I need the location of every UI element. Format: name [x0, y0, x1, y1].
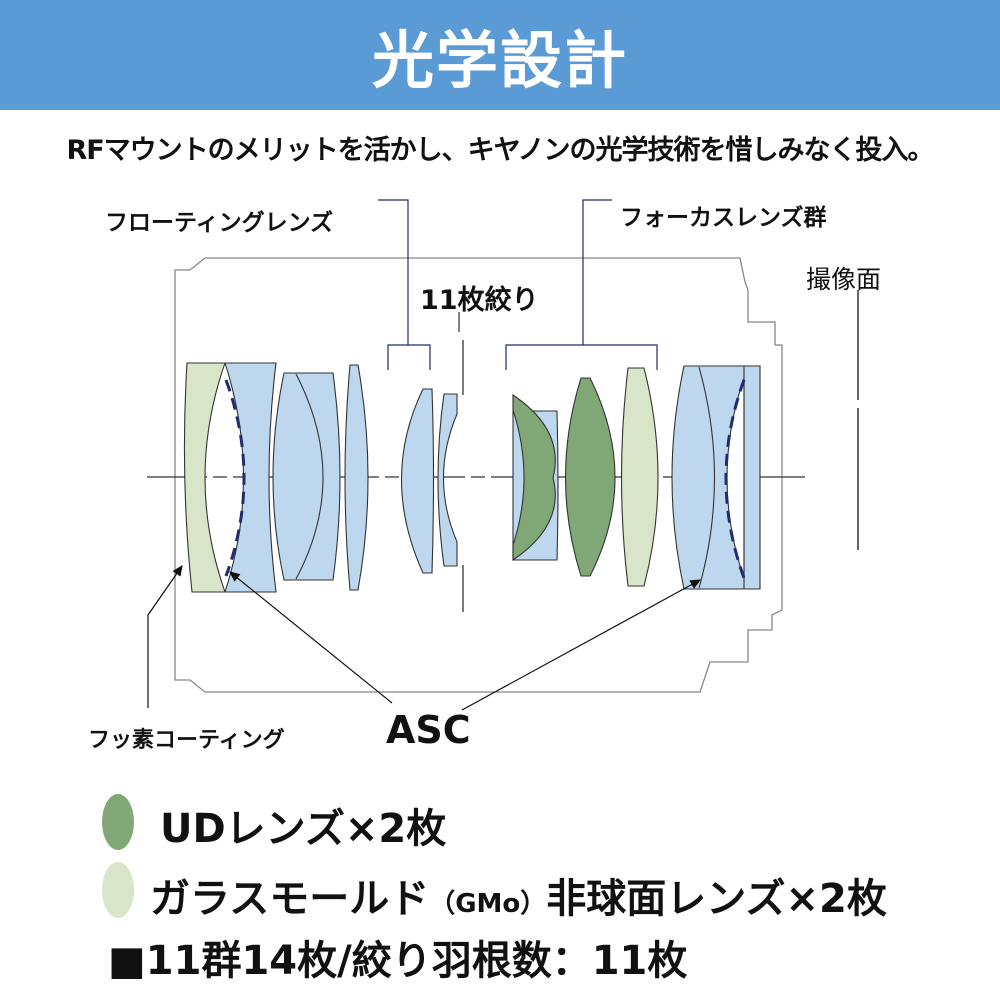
focus-group-label: フォーカスレンズ群 — [620, 205, 827, 231]
floating-bracket — [387, 344, 431, 370]
sensor-label: 撮像面 — [806, 265, 882, 294]
lens-ud-2 — [565, 377, 616, 577]
legend-gmo-main: ガラスモールド — [150, 876, 430, 922]
lens-3 — [344, 364, 369, 591]
legend-gmo: ガラスモールド（GMo）非球面レンズ×2枚 — [150, 866, 887, 924]
legend-spec: ■11群14枚/絞り羽根数：11枚 — [108, 938, 688, 984]
asc-arrow-rear — [461, 579, 702, 711]
lens-ud-1 — [512, 393, 556, 562]
coating-label: フッ素コーティング — [88, 728, 285, 753]
coating-arrow — [147, 565, 183, 708]
lens-2 — [272, 372, 341, 581]
asc-arrow-front — [229, 571, 393, 704]
legend-gmo-paren: （GMo） — [429, 889, 547, 919]
aperture-label: 11枚絞り — [420, 285, 539, 316]
legend-ud: UDレンズ×2枚 — [160, 806, 447, 852]
ud-swatch — [102, 794, 134, 850]
floating-lens-2 — [437, 393, 458, 567]
subtitle: RFマウントのメリットを活かし、キヤノンの光学技術を惜しみなく投入。 — [66, 135, 934, 166]
floating-lens-label: フローティングレンズ — [105, 210, 334, 236]
floating-lens-1 — [401, 388, 435, 574]
asc-coating-front — [224, 379, 246, 577]
lens-gmo-rear — [620, 367, 659, 587]
lens-rear-blue — [671, 365, 761, 590]
gmo-swatch — [102, 862, 134, 918]
focus-bracket — [505, 344, 658, 370]
legend-gmo-rest: 非球面レンズ×2枚 — [546, 876, 887, 922]
asc-coating-rear — [724, 379, 746, 579]
page-title: 光学設計 — [371, 24, 628, 97]
header-bar: 光学設計 — [0, 0, 1000, 110]
asc-label: ASC — [386, 708, 471, 752]
